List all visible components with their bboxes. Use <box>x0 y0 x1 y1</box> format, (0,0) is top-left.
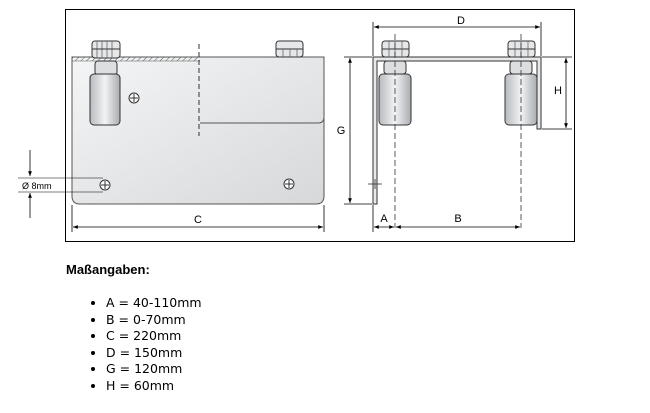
dim-label-b: B <box>454 213 461 225</box>
dim-label-c: C <box>194 214 202 226</box>
roller-left-collar <box>94 60 118 76</box>
nut-right <box>275 40 304 58</box>
drawing-frame <box>65 9 575 242</box>
side-bracket <box>372 56 542 205</box>
spec-item-h: H = 60mm <box>106 378 202 395</box>
screw-hole-3 <box>283 178 295 190</box>
dim-label-a: A <box>380 213 388 225</box>
dim-label-g: G <box>337 125 346 137</box>
specs-list: A = 40-110mm B = 0-70mm C = 220mm D = 15… <box>88 295 202 394</box>
screw-hole-1 <box>128 92 140 104</box>
dim-label-d: D <box>457 15 465 27</box>
screw-hole-2 <box>99 179 111 191</box>
spec-item-g: G = 120mm <box>106 361 202 378</box>
technical-drawing: C Ø 8mm <box>18 9 575 242</box>
diameter-label: Ø 8mm <box>22 181 52 191</box>
spec-item-b: B = 0-70mm <box>106 312 202 329</box>
side-view: D H G A B <box>337 15 572 232</box>
specs-heading: Maßangaben: <box>66 262 150 277</box>
spec-item-c: C = 220mm <box>106 328 202 345</box>
spec-item-d: D = 150mm <box>106 345 202 362</box>
inner-plate-outline <box>200 116 325 124</box>
dim-label-h: H <box>554 85 562 97</box>
front-view: C <box>71 40 325 232</box>
spec-item-a: A = 40-110mm <box>106 295 202 312</box>
bolt-left <box>91 40 121 59</box>
roller-left <box>89 73 121 126</box>
roller-assembly-right <box>504 34 538 228</box>
top-hatch <box>72 57 200 61</box>
diameter-callout: Ø 8mm <box>18 150 103 218</box>
roller-assembly-left <box>378 34 412 228</box>
